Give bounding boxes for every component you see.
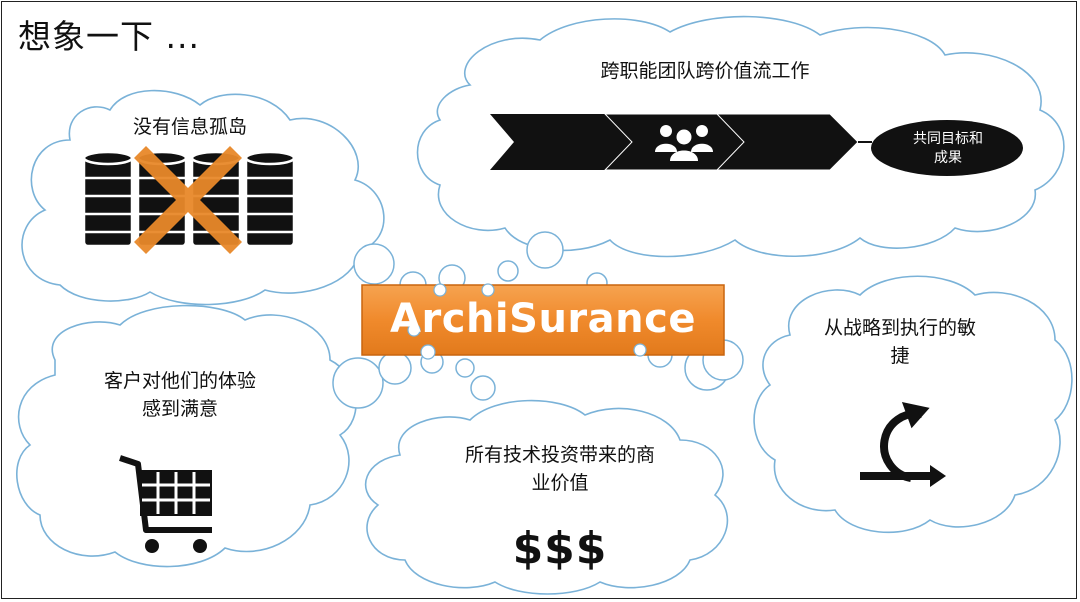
dollar-symbol: $$$ <box>512 523 608 574</box>
cloud-agility <box>753 275 1073 534</box>
agility-label: 从战略到执行的敏 捷 <box>790 315 1010 370</box>
teams-label: 跨职能团队跨价值流工作 <box>600 60 810 82</box>
center-title: ArchiSurance <box>390 296 696 342</box>
team-icon <box>655 125 713 161</box>
shared-goal-label: 共同目标和 成果 <box>872 122 1024 176</box>
database-crossed-icon <box>82 145 296 255</box>
value-line1: 所有技术投资带来的商 <box>464 444 655 466</box>
agility-line2: 捷 <box>890 344 910 367</box>
silos-label: 没有信息孤岛 <box>132 116 247 138</box>
customer-label: 客户对他们的体验 感到满意 <box>60 368 300 423</box>
cloud-value <box>364 399 729 595</box>
cloud-customer <box>16 304 357 568</box>
customer-line2: 感到满意 <box>141 397 218 420</box>
shared-goal-ellipse <box>871 120 1023 176</box>
shopping-cart-icon <box>119 455 212 553</box>
page-title: 想象一下 ... <box>18 17 200 56</box>
value-label: 所有技术投资带来的商 业价值 <box>410 442 710 497</box>
shared-goal-line1: 共同目标和 <box>913 131 983 148</box>
center-banner <box>361 283 725 360</box>
value-line2: 业价值 <box>531 471 589 494</box>
customer-line1: 客户对他们的体验 <box>103 370 256 392</box>
value-stream-icon <box>490 113 1023 176</box>
shared-goal-line2: 成果 <box>934 150 962 166</box>
cycle-arrow-icon <box>860 401 946 487</box>
agility-line1: 从战略到执行的敏 <box>823 317 976 339</box>
